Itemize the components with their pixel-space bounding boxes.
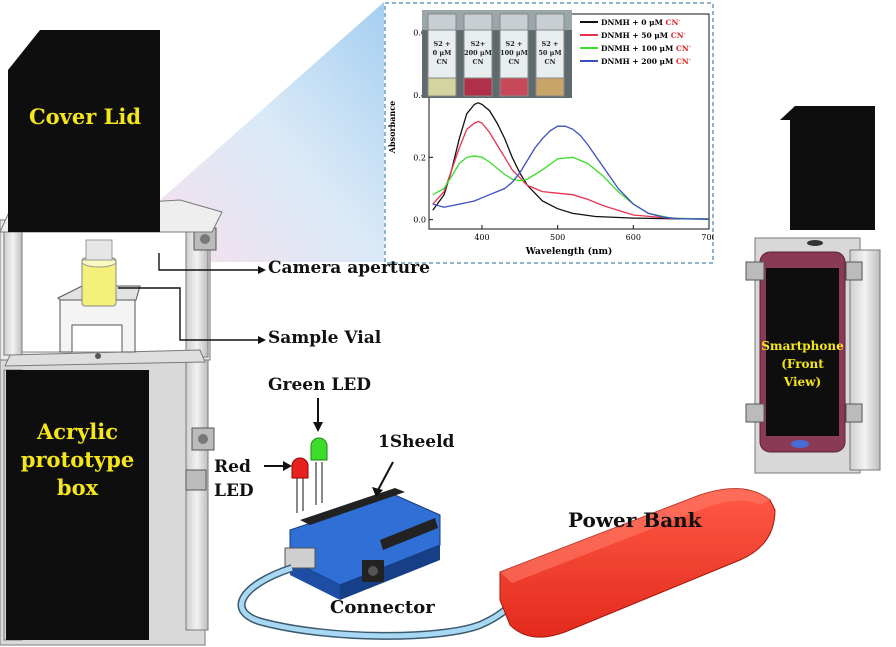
legend-cn: CN bbox=[671, 31, 684, 40]
vial-label: 50 μM bbox=[538, 49, 561, 57]
vial-cap bbox=[535, 13, 565, 31]
vial-label: CN bbox=[472, 58, 483, 66]
vial-liquid bbox=[463, 77, 493, 97]
vial-label: CN bbox=[508, 58, 519, 66]
legend-entry-3: DNMH + 200 μM CN- bbox=[601, 57, 691, 66]
vial-liquid bbox=[535, 77, 565, 97]
sample-vial-label: Sample Vial bbox=[268, 328, 382, 348]
absorbance-chart: 400 500 600 700 0.0 0.2 0.4 0.6 Wavelength (nm… bbox=[384, 2, 714, 264]
vial-label: S2 + bbox=[542, 40, 559, 48]
phone-screen bbox=[766, 268, 839, 436]
acrylic-box-label: Acrylic prototype box bbox=[6, 418, 149, 502]
legend: DNMH + 0 μM CN-DNMH + 50 μM CN-DNMH + 10… bbox=[580, 18, 691, 66]
legend-sup: - bbox=[689, 44, 691, 50]
vial-label: 200 μM bbox=[464, 49, 492, 57]
cover-lid-label: Cover Lid bbox=[28, 104, 142, 129]
smartphone-label-line3: View) bbox=[783, 375, 822, 389]
vial-label: CN bbox=[436, 58, 447, 66]
legend-name: DNMH + 0 μM bbox=[601, 18, 666, 27]
vial-body bbox=[427, 29, 457, 79]
vial-label: 100 μM bbox=[500, 49, 528, 57]
connector-label: Connector bbox=[330, 597, 435, 618]
vial-liquid bbox=[499, 77, 529, 97]
acrylic-box-label-line3: box bbox=[56, 475, 99, 500]
vial-body bbox=[535, 29, 565, 79]
legend-name: DNMH + 200 μM bbox=[601, 57, 676, 66]
y-tick-label: 0.6 bbox=[413, 29, 426, 38]
vial-liquid bbox=[427, 77, 457, 97]
legend-cn: CN bbox=[666, 18, 679, 27]
acrylic-box-label-line2: prototype bbox=[20, 447, 135, 472]
legend-entry-2: DNMH + 100 μM CN- bbox=[601, 44, 691, 53]
x-tick-label: 500 bbox=[550, 233, 565, 242]
legend-sup: - bbox=[684, 31, 686, 37]
sheeld-label: 1Sheeld bbox=[378, 432, 455, 452]
legend-sup: - bbox=[689, 57, 691, 63]
legend-sup: - bbox=[678, 18, 680, 24]
vial-label: CN bbox=[544, 58, 555, 66]
vial-label: S2 + bbox=[434, 40, 451, 48]
vial-cap bbox=[499, 13, 529, 31]
smartphone-label-line1: Smartphone bbox=[761, 339, 844, 353]
red-led-label: Red LED bbox=[214, 455, 254, 503]
legend-name: DNMH + 50 μM bbox=[601, 31, 671, 40]
vial-cap bbox=[427, 13, 457, 31]
vial-body bbox=[499, 29, 529, 79]
camera-aperture-label: Camera aperture bbox=[268, 258, 430, 278]
green-led-label: Green LED bbox=[268, 375, 372, 395]
green-led bbox=[310, 437, 328, 461]
y-tick-label: 0.4 bbox=[413, 91, 426, 100]
vial-holder bbox=[59, 299, 136, 353]
red-led-label-line1: Red bbox=[214, 457, 251, 477]
y-axis-label: Absorbance bbox=[387, 101, 397, 154]
legend-entry-0: DNMH + 0 μM CN- bbox=[601, 18, 680, 27]
vial-label: S2 + bbox=[506, 40, 523, 48]
power-bank-label: Power Bank bbox=[568, 508, 702, 532]
phone-cover bbox=[780, 106, 875, 230]
series-line-1 bbox=[432, 120, 710, 220]
red-led bbox=[291, 457, 309, 479]
light-beam bbox=[160, 2, 384, 262]
box-rail-left bbox=[3, 224, 23, 356]
red-led-label-line2: LED bbox=[214, 481, 254, 501]
vial-label: S2+ bbox=[471, 40, 486, 48]
acrylic-box-label-line1: Acrylic bbox=[36, 419, 119, 444]
y-tick-label: 0.0 bbox=[413, 216, 426, 225]
vial-body bbox=[463, 29, 493, 79]
x-axis-label: Wavelength (nm) bbox=[525, 246, 613, 257]
smartphone-label: Smartphone (Front View) bbox=[760, 337, 845, 391]
series-line-3 bbox=[432, 125, 710, 220]
x-tick-label: 600 bbox=[626, 233, 641, 242]
smartphone-label-line2: (Front bbox=[781, 357, 824, 371]
legend-cn: CN bbox=[676, 57, 689, 66]
vial-label: 0 μM bbox=[433, 49, 452, 57]
legend-name: DNMH + 100 μM bbox=[601, 44, 676, 53]
y-tick-label: 0.2 bbox=[413, 153, 426, 162]
x-tick-label: 700 bbox=[701, 233, 714, 242]
legend-cn: CN bbox=[676, 44, 689, 53]
vial-cap bbox=[463, 13, 493, 31]
series-line-0 bbox=[432, 102, 710, 220]
legend-entry-1: DNMH + 50 μM CN- bbox=[601, 31, 686, 40]
cover-lid-panel bbox=[8, 30, 160, 232]
series-line-2 bbox=[432, 155, 710, 220]
x-tick-label: 400 bbox=[474, 233, 489, 242]
acrylic-box-panel bbox=[6, 370, 149, 640]
